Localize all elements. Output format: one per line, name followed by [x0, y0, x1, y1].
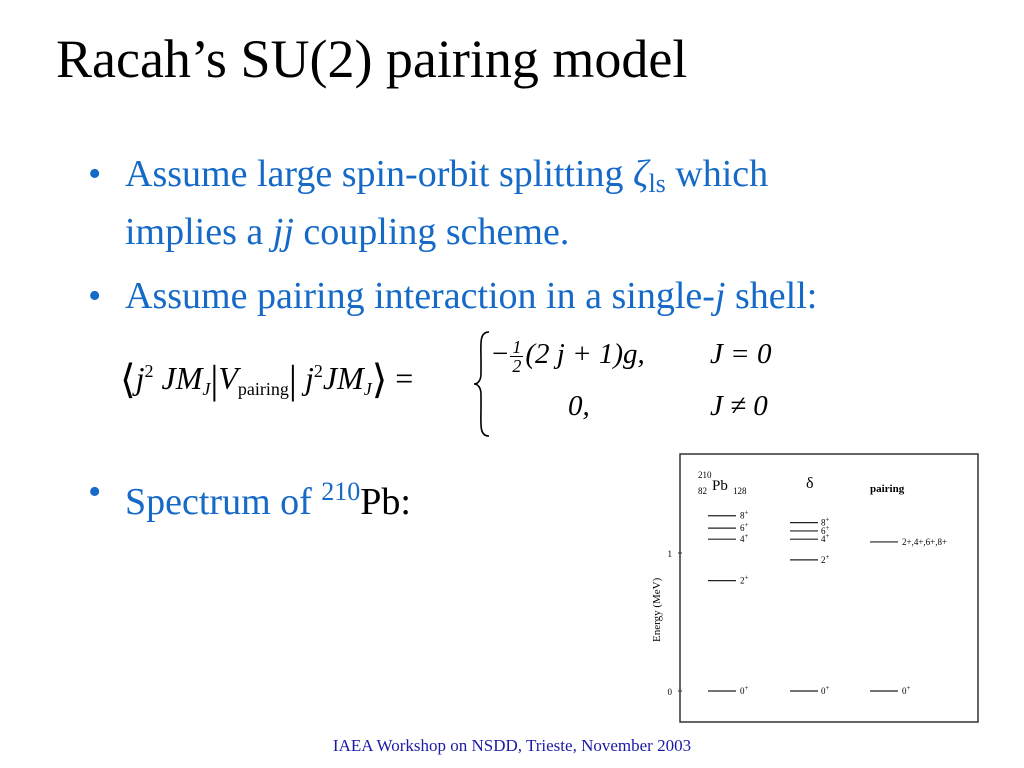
- formula-case-2: 0,: [568, 390, 590, 422]
- y-tick-1: 1: [668, 549, 673, 559]
- cases-brace: [473, 331, 490, 437]
- bullet-marker: •: [88, 275, 102, 317]
- pb-level-label-1: 2+: [740, 574, 749, 586]
- bullet-marker: •: [88, 153, 102, 195]
- j-italic: j: [714, 275, 726, 317]
- pairing-column-label: pairing: [870, 483, 905, 495]
- pb-level-label-2: 4+: [740, 532, 749, 544]
- formula-condition-2: J ≠ 0: [710, 390, 768, 422]
- delta-level-label-1: 2+: [821, 553, 830, 565]
- delta-level-label-3: 6+: [821, 524, 830, 536]
- bullet-text: Spectrum of: [125, 481, 322, 523]
- pairing-level-label-1: 2+,4+,6+,8+: [902, 537, 947, 547]
- delta-level-label-2: 4+: [821, 532, 830, 544]
- bullet-jj-coupling: • Assume large spin-orbit splitting ζls …: [88, 150, 988, 256]
- pb-mass-label: 210: [698, 470, 712, 480]
- bullet-text: shell:: [725, 275, 818, 317]
- spectrum-figure: 210 82 Pb 128 δ pairing 1 0 Energy (MeV)…: [642, 452, 986, 728]
- delta-column-label: δ: [806, 475, 814, 492]
- formula-lhs: ⟨j2 JMJ|Vpairing| j2JMJ⟩ =: [120, 357, 414, 402]
- element-symbol: Pb:: [360, 481, 411, 523]
- pb-level-label-0: 0+: [740, 684, 749, 696]
- ls-subscript: ls: [648, 169, 666, 198]
- bullet-marker: •: [88, 471, 102, 513]
- spectrum-diagram: 210 82 Pb 128 δ pairing 1 0 Energy (MeV)…: [651, 453, 979, 723]
- bullet-spectrum: • Spectrum of 210Pb:: [88, 468, 411, 526]
- mass-number: 210: [321, 477, 361, 506]
- pb-level-label-4: 8+: [740, 509, 749, 521]
- formula-condition-1: J = 0: [710, 338, 772, 370]
- footer-text: IAEA Workshop on NSDD, Trieste, November…: [332, 736, 692, 755]
- zeta-symbol: ζ: [633, 153, 649, 195]
- bullet-text: Assume pairing interaction in a single-: [125, 275, 715, 317]
- bullet-text: coupling scheme.: [293, 211, 570, 253]
- pb-level-label-3: 6+: [740, 521, 749, 533]
- bullet-text: Assume large spin-orbit splitting: [125, 153, 634, 195]
- pairing-level-label-0: 0+: [902, 684, 911, 696]
- pb-n-label: 128: [733, 486, 747, 496]
- y-tick-0: 0: [668, 687, 673, 697]
- bullet-list: • Assume large spin-orbit splitting ζls …: [88, 150, 988, 320]
- delta-level-label-0: 0+: [821, 684, 830, 696]
- delta-level-label-4: 8+: [821, 516, 830, 528]
- bullet-pairing-interaction: • Assume pairing interaction in a single…: [88, 272, 988, 320]
- spectrum-frame: [679, 453, 979, 723]
- bullet-text: implies a: [125, 211, 273, 253]
- jj-italic: jj: [272, 211, 294, 253]
- bullet-text: which: [665, 153, 769, 195]
- pb-z-label: 82: [698, 486, 707, 496]
- y-axis-label: Energy (MeV): [651, 577, 663, 642]
- slide-title: Racah’s SU(2) pairing model: [56, 29, 688, 89]
- pb-symbol-label: Pb: [712, 478, 728, 494]
